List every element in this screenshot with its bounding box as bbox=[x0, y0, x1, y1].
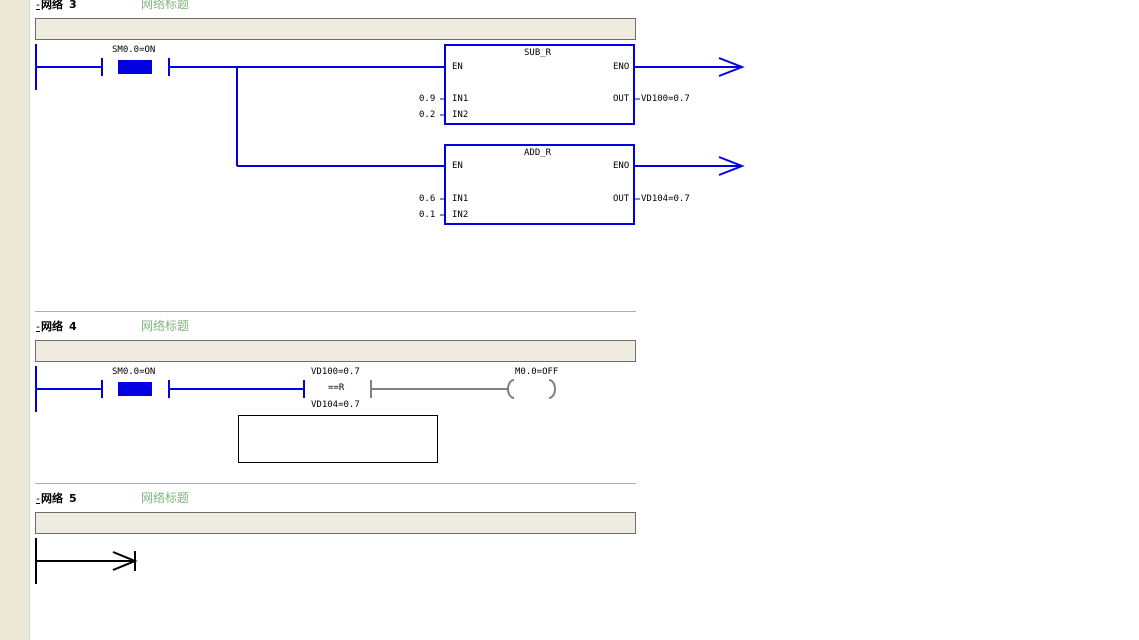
add-r-in2: IN2 bbox=[452, 210, 469, 220]
network-label: 网络 bbox=[40, 0, 63, 11]
network-label: 网络 bbox=[40, 492, 63, 505]
gutter-divider bbox=[29, 0, 30, 640]
coil-right-arc bbox=[548, 379, 556, 399]
network-number: 5 bbox=[68, 492, 77, 505]
network-number: 3 bbox=[68, 0, 77, 11]
arrow-icon bbox=[718, 57, 745, 77]
compare-top-operand[interactable]: VD100=0.7 bbox=[311, 367, 360, 377]
contact-label: SM0.0=ON bbox=[112, 45, 156, 55]
add-r-in1: IN1 bbox=[452, 194, 469, 204]
arrow-icon bbox=[718, 156, 745, 176]
network-5-comment[interactable] bbox=[35, 512, 636, 534]
sub-r-eno: ENO bbox=[613, 62, 630, 72]
add-r-en: EN bbox=[452, 161, 463, 171]
sub-r-in1: IN1 bbox=[452, 94, 469, 104]
collapse-toggle[interactable]: - bbox=[36, 320, 40, 333]
add-r-out-value[interactable]: VD104=0.7 bbox=[641, 194, 690, 204]
sub-r-in1-value[interactable]: 0.9 bbox=[419, 94, 436, 104]
sub-r-out: OUT bbox=[613, 94, 630, 104]
contact-energized bbox=[118, 382, 152, 396]
coil-left-arc bbox=[507, 379, 515, 399]
network-5-title[interactable]: -网络 5 bbox=[36, 490, 77, 506]
coil-label: M0.0=OFF bbox=[515, 367, 559, 377]
network-3-comment[interactable] bbox=[35, 18, 636, 40]
collapse-toggle[interactable]: - bbox=[36, 0, 40, 11]
sub-r-box bbox=[444, 44, 635, 125]
sub-r-out-value[interactable]: VD100=0.7 bbox=[641, 94, 690, 104]
network-4-title[interactable]: -网络 4 bbox=[36, 318, 77, 334]
contact-label: SM0.0=ON bbox=[112, 367, 156, 377]
sub-r-in2-value[interactable]: 0.2 bbox=[419, 110, 436, 120]
contact-energized bbox=[118, 60, 152, 74]
network-3-caption[interactable]: 网络标题 bbox=[141, 0, 190, 11]
collapse-toggle[interactable]: - bbox=[36, 492, 40, 505]
network-5-caption[interactable]: 网络标题 bbox=[141, 491, 190, 505]
sub-r-in2: IN2 bbox=[452, 110, 469, 120]
network-number: 4 bbox=[68, 320, 77, 333]
network-3-title[interactable]: -网络 3 bbox=[36, 0, 77, 12]
sub-r-title: SUB_R bbox=[524, 48, 552, 58]
compare-bottom-operand[interactable]: VD104=0.7 bbox=[311, 400, 360, 410]
network-4-caption[interactable]: 网络标题 bbox=[141, 319, 190, 333]
add-r-box bbox=[444, 144, 635, 225]
network-4-comment[interactable] bbox=[35, 340, 636, 362]
network-separator bbox=[35, 483, 636, 484]
add-r-in2-value[interactable]: 0.1 bbox=[419, 210, 436, 220]
left-gutter bbox=[0, 0, 30, 640]
add-r-eno: ENO bbox=[613, 161, 630, 171]
arrow-icon bbox=[112, 551, 138, 571]
compare-operator: ==R bbox=[328, 383, 345, 393]
empty-instruction-box[interactable] bbox=[238, 415, 438, 463]
add-r-in1-value[interactable]: 0.6 bbox=[419, 194, 436, 204]
network-separator bbox=[35, 311, 636, 312]
add-r-out: OUT bbox=[613, 194, 630, 204]
network-label: 网络 bbox=[40, 320, 63, 333]
sub-r-en: EN bbox=[452, 62, 463, 72]
add-r-title: ADD_R bbox=[524, 148, 552, 158]
